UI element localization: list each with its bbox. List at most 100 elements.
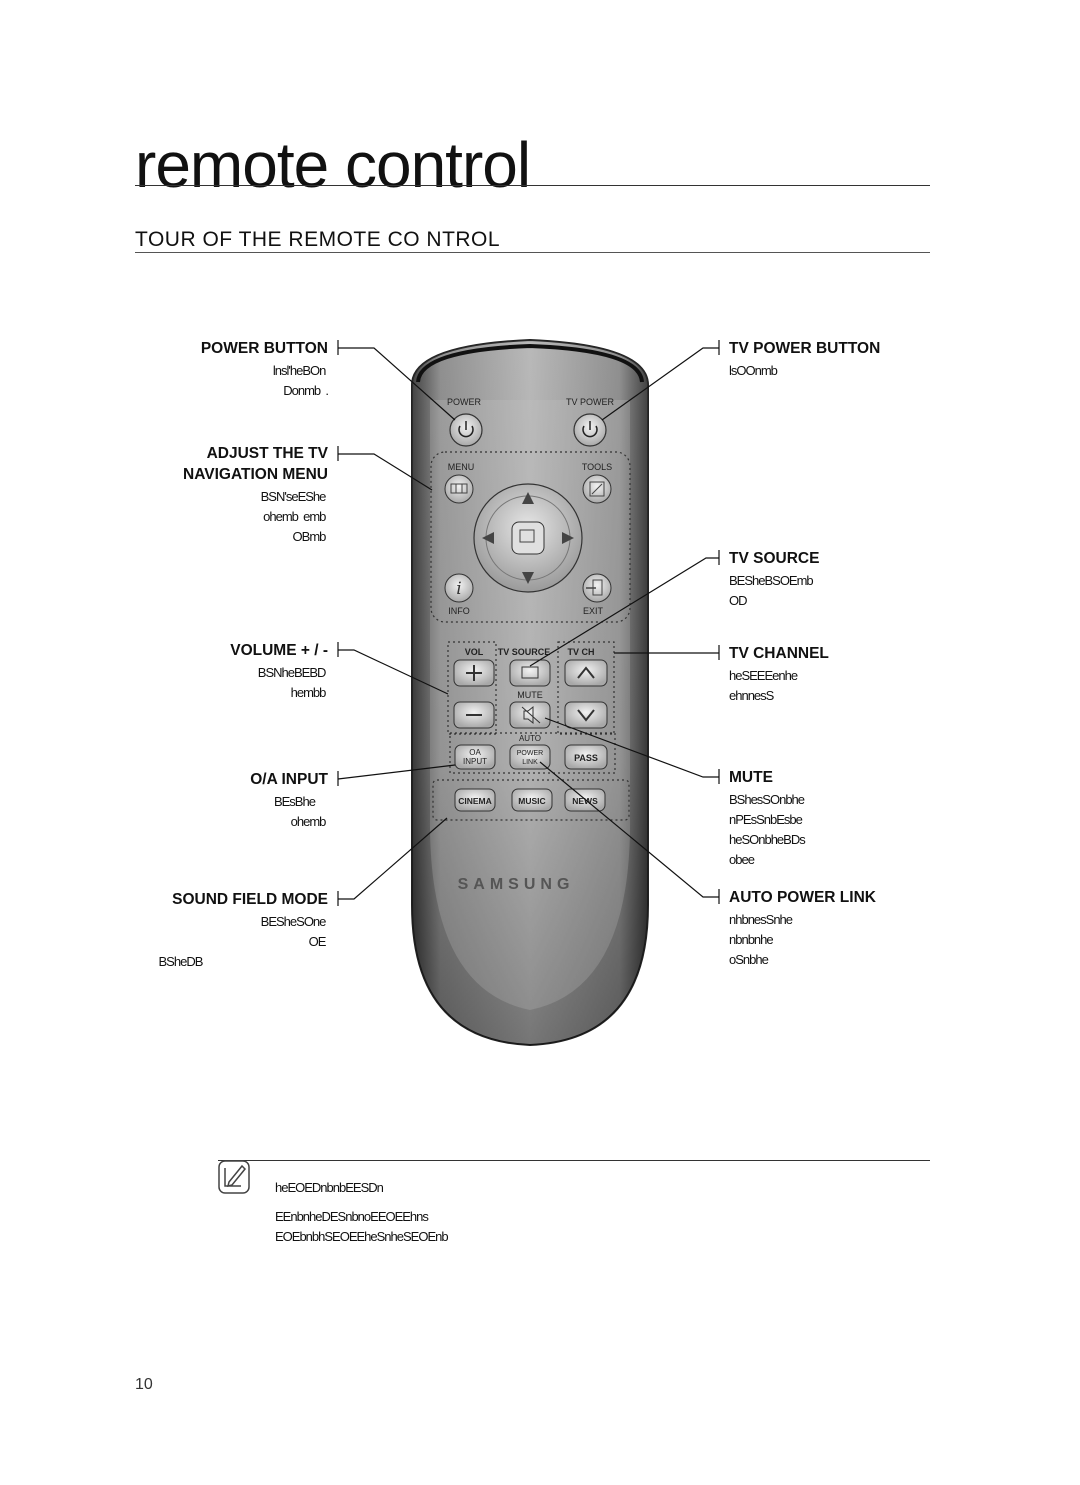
cinema-label: CINEMA [458,796,492,806]
chevron-down-icon [577,709,595,722]
oa-input-button[interactable]: OA INPUT [454,744,496,770]
menu-button[interactable] [444,474,474,504]
music-label: MUSIC [518,796,545,806]
tv-source-button[interactable] [509,659,551,687]
auto-key-label: AUTO [519,734,541,743]
note-icon [218,1160,250,1194]
power-button[interactable] [449,413,483,447]
enter-button[interactable] [511,521,545,555]
menu-icon [450,483,468,494]
callout-desc-navigation-2: ohemb emb [263,509,328,524]
callout-desc-navigation-1: BSN'seEShe [260,489,328,504]
callout-desc-mute-4: obee [729,852,757,867]
arrow-up-icon[interactable] [522,492,534,504]
callout-desc-oa-input-2: ohemb [290,814,328,829]
power-key-label: POWER [447,397,482,407]
callout-label-volume: VOLUME + / - [230,642,328,659]
oa-label: OA [469,748,481,757]
info-button[interactable]: i [444,573,474,603]
channel-down-button[interactable] [564,701,608,729]
callout-desc-tv-source-2: OD [729,593,750,608]
tools-key-label: TOOLS [582,462,612,472]
leader-lines [337,340,720,906]
channel-group [557,641,615,735]
callout-desc-auto-power-link-2: nbnbnhe [729,932,776,947]
tv-power-key-label: TV POWER [566,397,615,407]
callout-label-power: POWER BUTTON [200,340,328,357]
vol-key-label: VOL [465,647,484,657]
chevron-up-icon [577,666,595,679]
power-link-label-1: POWER [517,750,543,757]
volume-down-button[interactable] [453,701,495,729]
sound-field-group [432,779,630,821]
channel-up-button[interactable] [564,659,608,687]
callout-desc-power-2: Donmb . [283,383,329,398]
callout-label-mute: MUTE [729,769,773,786]
news-label: NEWS [572,796,598,806]
callout-label-sound-field: SOUND FIELD MODE [172,891,328,908]
source-icon [521,666,539,679]
note-divider [218,1160,930,1161]
tv-power-icon [582,425,598,438]
section-divider [135,252,930,253]
callout-desc-navigation-3: OBmb [292,529,328,544]
tv-power-button[interactable] [573,413,607,447]
menu-key-label: MENU [448,462,475,472]
callout-label-tv-source: TV SOURCE [729,550,820,567]
callout-label-auto-power-link: AUTO POWER LINK [729,889,876,906]
page-title: remote control [135,129,531,201]
arrow-right-icon[interactable] [562,532,574,544]
power-link-label-2: LINK [522,759,538,766]
callout-desc-sound-field-3: BSheDB [158,954,205,969]
note-line-2: EEnbnheDESnbnoEEOEEhns [275,1209,431,1224]
info-key-label: INFO [448,606,470,616]
callout-desc-tv-channel-1: heSEEEenhe [729,668,800,683]
mute-icon [523,705,534,725]
tv-ch-key-label: TV CH [568,647,595,657]
callout-desc-mute-1: BShesSOnbhe [729,792,807,807]
page-number: 10 [135,1376,153,1393]
info-icon: i [456,579,461,599]
pass-label: PASS [574,753,598,763]
arrow-down-icon[interactable] [522,572,534,584]
callout-desc-sound-field-1: BESheSOne [260,914,328,929]
input-label: INPUT [463,757,487,766]
navigation-group [430,451,631,623]
callout-desc-auto-power-link-1: nhbnesSnhe [729,912,795,927]
callout-desc-mute-3: heSOnbheBDs [729,832,808,847]
navigation-dpad[interactable] [473,483,583,593]
brand-logo: SAMSUNG [458,876,575,893]
mute-button[interactable] [509,701,551,729]
callout-desc-volume-2: hembb [290,685,328,700]
callout-label-oa-input: O/A INPUT [250,771,328,788]
auto-power-link-button[interactable]: POWER LINK [509,744,551,770]
section-heading: TOUR OF THE REMOTE CO NTROL [135,228,501,251]
volume-up-button[interactable] [453,659,495,687]
callout-desc-mute-2: nPEsSnbEsbe [729,812,805,827]
callout-desc-volume-1: BSNheBEBD [257,665,328,680]
callout-desc-power-1: lnsl'heBOn [272,363,328,378]
arrow-left-icon[interactable] [482,532,494,544]
note-line-1: heEOEDnbnbEESDn [275,1180,386,1195]
callout-desc-oa-input-1: BEsBhe [273,794,328,809]
exit-button[interactable] [582,573,612,603]
mute-key-label: MUTE [517,690,543,700]
note-line-3: EOEbnbhSEOEEheSnheSEOEnb [275,1229,451,1244]
callout-desc-auto-power-link-3: oSnbhe [729,952,771,967]
music-button[interactable]: MUSIC [511,788,553,812]
enter-icon [519,529,535,543]
callout-desc-tv-power-1: lsOOnmb [729,363,780,378]
callout-label-tv-channel: TV CHANNEL [729,645,829,662]
exit-key-label: EXIT [583,606,604,616]
callout-label-navigation-1: ADJUST THE TV [206,445,328,462]
callout-label-tv-power: TV POWER BUTTON [729,340,881,357]
title-divider [135,185,930,186]
cinema-button[interactable]: CINEMA [454,788,496,812]
tools-button[interactable] [582,474,612,504]
callout-desc-tv-source-1: BESheBSOEmb [729,573,816,588]
tv-source-key-label: TV SOURCE [498,647,551,657]
callout-label-navigation-2: NAVIGATION MENU [183,466,328,483]
pass-button[interactable]: PASS [564,744,608,770]
callout-desc-tv-channel-2: ehnnesS [729,688,776,703]
